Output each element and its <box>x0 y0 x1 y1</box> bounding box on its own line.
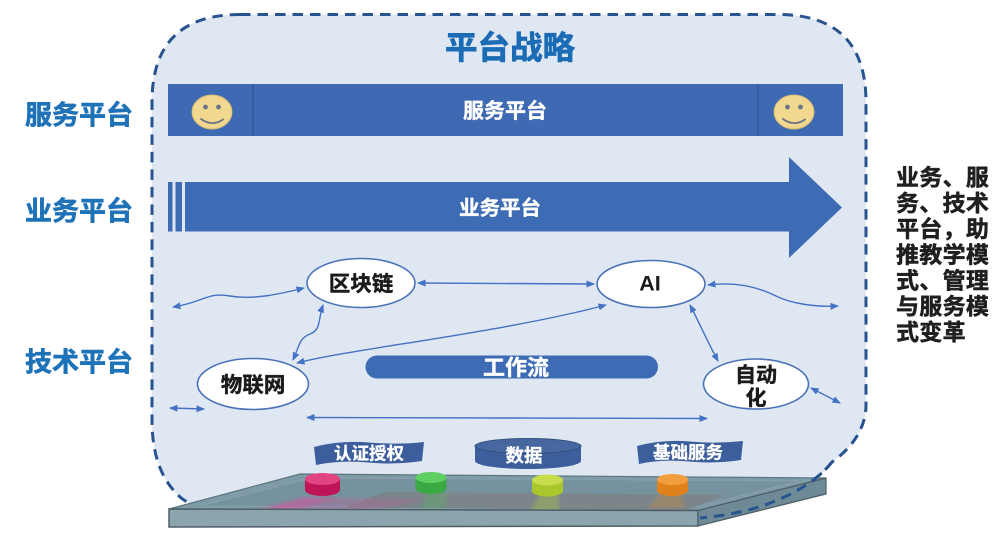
svg-text:AI: AI <box>639 272 661 296</box>
